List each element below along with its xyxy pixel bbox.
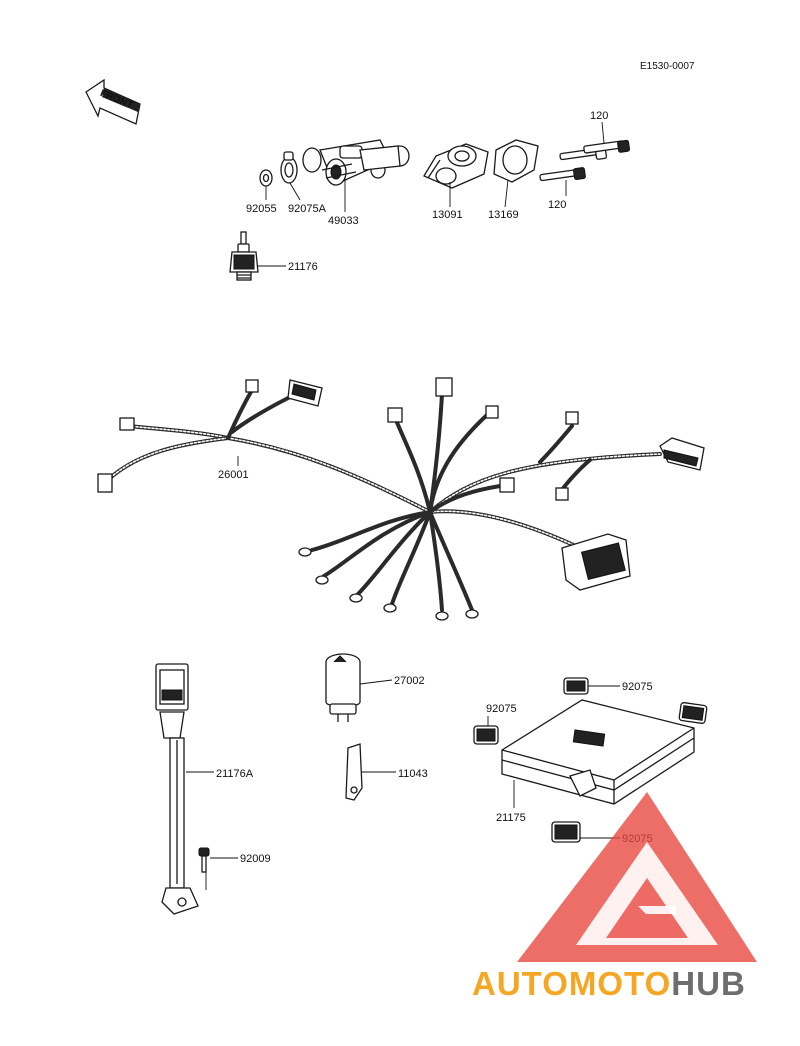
label-11043: 11043 xyxy=(398,768,428,780)
label-92055: 92055 xyxy=(246,203,277,215)
oring-92075A xyxy=(280,151,298,184)
gasket-13169 xyxy=(493,139,539,183)
front-arrow-icon: FRONT xyxy=(85,78,141,125)
cover-13091 xyxy=(423,143,489,189)
label-21176: 21176 xyxy=(288,261,318,273)
grommet-92075-d xyxy=(551,821,581,843)
label-92075A: 92075A xyxy=(288,203,327,215)
bolt-120-upper xyxy=(559,139,631,161)
label-27002: 27002 xyxy=(394,675,425,687)
label-92009: 92009 xyxy=(240,853,271,865)
label-49033: 49033 xyxy=(328,215,359,227)
sensor-21176A xyxy=(155,663,199,915)
grommet-92075-a xyxy=(563,677,589,695)
watermark-text: AUTOMOTOHUB xyxy=(472,965,746,1002)
switch-49033 xyxy=(302,139,410,186)
bolt-120-lower xyxy=(539,167,586,182)
diagram-code: E1530-0007 xyxy=(640,61,695,72)
bracket-11043 xyxy=(345,743,363,801)
washer-92055 xyxy=(259,169,273,187)
label-26001: 26001 xyxy=(218,469,249,481)
watermark-part2: HUB xyxy=(671,965,746,1002)
igniter-21175 xyxy=(501,699,695,805)
watermark-part1: AUTOMOTO xyxy=(472,965,671,1002)
grommet-92075-b xyxy=(473,725,499,745)
label-13091: 13091 xyxy=(432,209,463,221)
label-92075-left: 92075 xyxy=(486,703,517,715)
watermark-logo: AUTOMOTOHUB xyxy=(472,792,757,1002)
grommet-92075-c xyxy=(678,702,708,724)
label-92075-top: 92075 xyxy=(622,681,653,693)
screw-92009 xyxy=(198,847,210,890)
switch-21176 xyxy=(229,231,259,281)
label-13169: 13169 xyxy=(488,209,519,221)
label-120-upper: 120 xyxy=(590,110,608,122)
label-21176A: 21176A xyxy=(216,768,254,780)
label-120-lower: 120 xyxy=(548,199,566,211)
wire-harness-26001 xyxy=(97,377,705,621)
label-21175: 21175 xyxy=(496,812,526,824)
relay-27002 xyxy=(325,653,361,722)
